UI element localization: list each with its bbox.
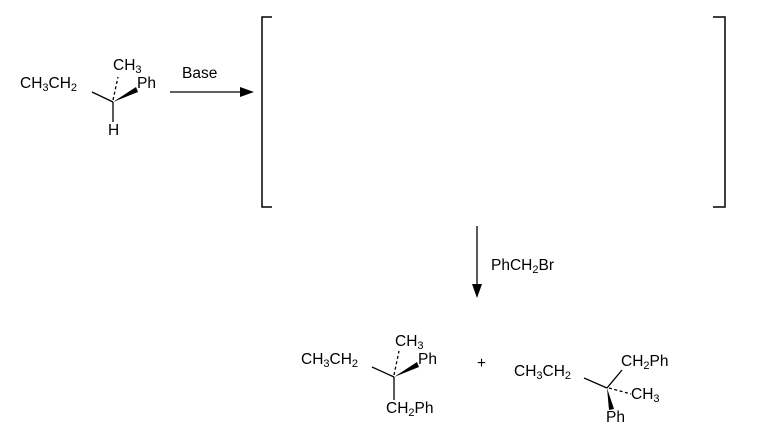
left-bracket xyxy=(261,16,272,208)
reactant-methyl-label: CH3 xyxy=(113,57,142,76)
product2-benzyl-label: CH2Ph xyxy=(621,353,669,372)
base-reagent-label: Base xyxy=(182,65,218,82)
benzyl-bromide-reagent-label: PhCH2Br xyxy=(491,257,554,276)
product2-wedge-bond xyxy=(607,388,614,410)
product1-wedge-bond xyxy=(394,362,419,377)
reactant-phenyl-label: Ph xyxy=(137,75,156,92)
right-bracket xyxy=(713,16,726,208)
product1-benzyl-label: CH2Ph xyxy=(386,400,434,419)
product1-ethyl-label: CH3CH2 xyxy=(301,351,359,370)
product1-bonds xyxy=(371,350,400,400)
plus-sign: + xyxy=(477,355,487,372)
reactant-bonds xyxy=(91,76,119,122)
down-arrow xyxy=(472,226,482,298)
reactant-ethyl-label: CH3CH2 xyxy=(20,75,78,94)
reactant-hydrogen-label: H xyxy=(108,122,120,139)
reactant-wedge-bond xyxy=(113,87,138,102)
product2-methyl-label: CH3 xyxy=(631,386,660,405)
product2-ethyl-label: CH3CH2 xyxy=(514,363,572,382)
product2-phenyl-label: Ph xyxy=(606,409,625,426)
product1-methyl-label: CH3 xyxy=(395,333,424,352)
product1-phenyl-label: Ph xyxy=(418,351,437,368)
right-arrow xyxy=(170,87,254,97)
product2-bonds xyxy=(583,369,632,395)
